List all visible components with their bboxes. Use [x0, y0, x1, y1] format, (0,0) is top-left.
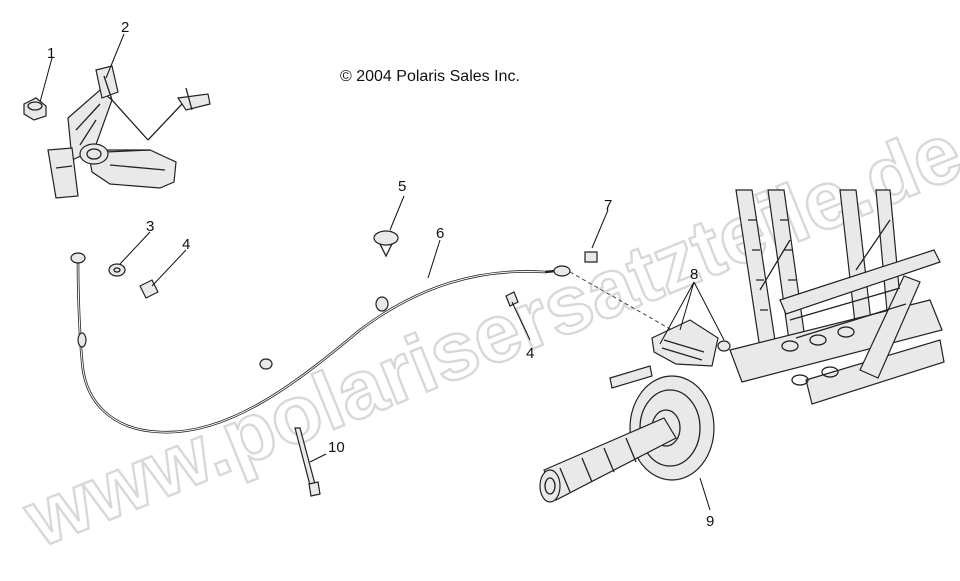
callout-8: 8 [690, 266, 698, 283]
pin-part-7 [584, 251, 598, 263]
callout-10: 10 [328, 439, 345, 456]
callout-6: 6 [436, 225, 444, 242]
callout-9: 9 [706, 513, 714, 530]
callout-1: 1 [47, 45, 55, 62]
copyright-notice: © 2004 Polaris Sales Inc. [340, 68, 520, 85]
vehicle-frame [729, 189, 945, 405]
leader-lines [39, 33, 725, 511]
callout-4-right: 4 [526, 345, 534, 362]
callout-3: 3 [146, 218, 154, 235]
cable-tie-part-10 [294, 427, 321, 497]
callout-2: 2 [121, 19, 129, 36]
brake-cable-part-6 [70, 252, 571, 434]
washer-part-3 [108, 263, 126, 277]
bolt-part-1 [23, 97, 47, 121]
callout-7: 7 [604, 197, 612, 214]
brake-pedal-assembly [47, 65, 211, 199]
callout-5: 5 [398, 178, 406, 195]
driveshaft-disc-part-9 [539, 375, 715, 503]
alignment-line [569, 271, 673, 331]
push-fastener-part-5 [373, 230, 399, 258]
clip-part-4-right [505, 291, 519, 307]
callout-4-left: 4 [182, 236, 190, 253]
caliper-part-8 [609, 319, 731, 389]
